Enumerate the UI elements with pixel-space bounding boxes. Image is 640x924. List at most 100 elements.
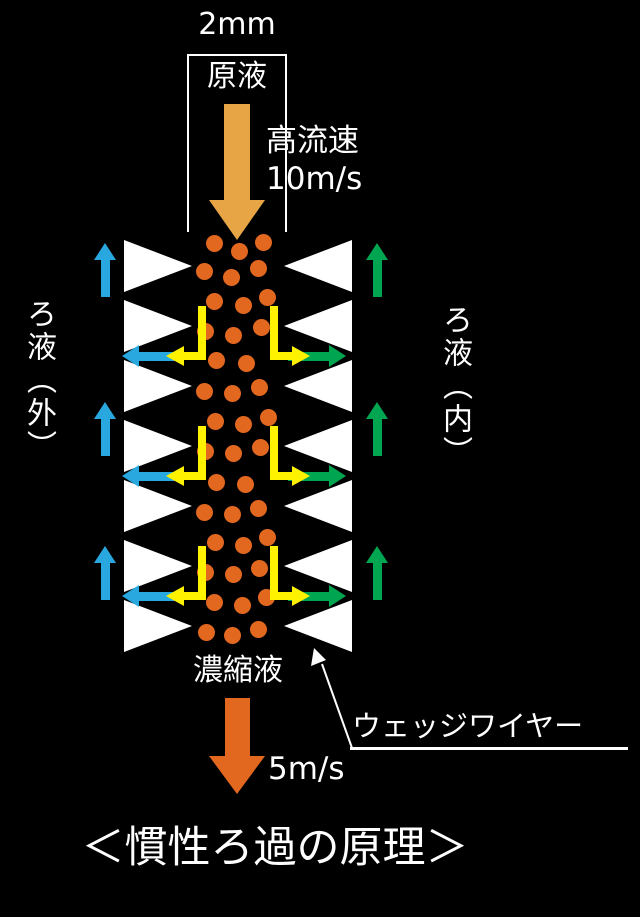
wedge-wire-left xyxy=(124,420,192,472)
filtrate-up-arrow-inner-shaft xyxy=(372,418,382,456)
filtrate-side-arrow-outer-shaft xyxy=(138,351,180,361)
slurry-particle xyxy=(224,565,242,583)
wedge-wire-label: ウェッジワイヤー xyxy=(352,709,584,743)
slurry-particle xyxy=(195,262,213,280)
slurry-particle xyxy=(207,473,225,491)
wedge-wire-right xyxy=(284,420,352,472)
slurry-particle xyxy=(222,268,240,286)
deflect-arrow-right-vertical xyxy=(270,546,278,600)
filtrate-up-arrow-outer-shaft xyxy=(100,562,110,600)
deflect-arrow-left-vertical xyxy=(198,426,206,480)
filtrate-up-arrow-inner-shaft xyxy=(372,562,382,600)
filtrate-up-arrow-outer-head xyxy=(94,243,116,260)
deflect-arrow-right-head xyxy=(292,466,310,486)
slurry-particle xyxy=(224,326,242,344)
wedge-wire-right xyxy=(284,600,352,652)
filtrate-up-arrow-inner xyxy=(366,243,388,297)
filtrate-up-arrow-outer-shaft xyxy=(100,418,110,456)
dimension-line-left xyxy=(187,54,189,232)
slurry-particle xyxy=(249,620,267,638)
wedge-wire-right xyxy=(284,300,352,352)
filtrate-side-arrow-outer xyxy=(122,345,180,367)
filtrate-side-arrow-outer-shaft xyxy=(138,471,180,481)
deflect-arrow-left-vertical xyxy=(198,546,206,600)
concentrate-label: 濃縮液 xyxy=(193,653,283,688)
wedge-wire-left xyxy=(124,540,192,592)
slurry-particle xyxy=(249,259,267,277)
deflect-arrow-left-head xyxy=(166,586,184,606)
slurry-particle xyxy=(236,475,254,493)
filtrate-up-arrow-inner-shaft xyxy=(372,259,382,297)
wedge-wire-right xyxy=(284,480,352,532)
wedge-wire-left xyxy=(124,600,192,652)
filtrate-side-arrow-inner-head xyxy=(329,345,346,367)
slurry-particle xyxy=(254,233,272,251)
slurry-particle xyxy=(197,623,215,641)
dimension-line-horizontal xyxy=(187,54,287,56)
filtrate-outer-label: ろ液（外） xyxy=(21,298,56,463)
dimension-line-right xyxy=(285,54,287,232)
slurry-particle xyxy=(205,593,223,611)
deflect-arrow-left-horizontal xyxy=(184,592,200,600)
slurry-particle xyxy=(206,412,224,430)
slurry-particle xyxy=(258,528,276,546)
filtrate-up-arrow-outer-shaft xyxy=(100,259,110,297)
wedge-wire-left xyxy=(124,240,192,292)
slurry-particle xyxy=(205,234,223,252)
slurry-particle xyxy=(223,626,241,644)
filtrate-up-arrow-inner xyxy=(366,402,388,456)
filtrate-up-arrow-outer-head xyxy=(94,546,116,563)
slurry-particle xyxy=(233,596,251,614)
filtrate-side-arrow-outer xyxy=(122,465,180,487)
deflect-arrow-right-horizontal xyxy=(276,592,292,600)
slurry-particle xyxy=(224,444,242,462)
slurry-particle xyxy=(206,533,224,551)
filtrate-side-arrow-outer-shaft xyxy=(138,591,180,601)
wedge-wire-left xyxy=(124,300,192,352)
slurry-particle xyxy=(250,378,268,396)
filtrate-up-arrow-inner-head xyxy=(366,243,388,260)
feed-arrow-shaft xyxy=(224,104,250,202)
slurry-particle xyxy=(234,296,252,314)
feed-liquid-label: 原液 xyxy=(207,59,267,94)
slurry-particle xyxy=(249,499,267,517)
concentrate-speed-label: 5m/s xyxy=(268,751,345,787)
deflect-arrow-left-horizontal xyxy=(184,472,200,480)
slurry-particle xyxy=(234,536,252,554)
filtrate-up-arrow-inner-head xyxy=(366,546,388,563)
concentrate-arrow-head xyxy=(209,756,265,794)
wedge-wire-right xyxy=(284,240,352,292)
filtrate-up-arrow-inner-head xyxy=(366,402,388,419)
wedge-wire-right xyxy=(284,360,352,412)
slurry-particle xyxy=(252,318,270,336)
filtrate-side-arrow-outer xyxy=(122,585,180,607)
feed-speed-label: 10m/s xyxy=(266,161,363,197)
slurry-particle xyxy=(234,415,252,433)
filtrate-side-arrow-inner-head xyxy=(329,465,346,487)
slurry-particle xyxy=(205,292,223,310)
filtrate-inner-label: ろ液（内） xyxy=(437,304,472,469)
deflect-arrow-left-vertical xyxy=(198,306,206,360)
slurry-particle xyxy=(258,288,276,306)
filtrate-up-arrow-outer-head xyxy=(94,402,116,419)
filtrate-up-arrow-outer xyxy=(94,243,116,297)
slurry-particle xyxy=(223,384,241,402)
filtrate-up-arrow-outer xyxy=(94,402,116,456)
deflect-arrow-left-head xyxy=(166,346,184,366)
diagram-title: ＜慣性ろ過の原理＞ xyxy=(81,823,469,873)
slurry-particle xyxy=(250,559,268,577)
wedge-wire-underline xyxy=(350,747,628,750)
wedge-wire-left xyxy=(124,360,192,412)
filtrate-up-arrow-inner xyxy=(366,546,388,600)
deflect-arrow-right-head xyxy=(292,346,310,366)
slurry-particle xyxy=(251,438,269,456)
filtrate-up-arrow-outer xyxy=(94,546,116,600)
deflect-arrow-right-vertical xyxy=(270,426,278,480)
wedge-wire-right xyxy=(284,540,352,592)
filtrate-side-arrow-inner-head xyxy=(329,585,346,607)
concentrate-arrow-shaft xyxy=(225,698,250,758)
slurry-particle xyxy=(207,351,225,369)
bottom-edge-strip xyxy=(0,917,640,924)
filtrate-side-arrow-outer-head xyxy=(122,465,139,487)
deflect-arrow-right-vertical xyxy=(270,306,278,360)
